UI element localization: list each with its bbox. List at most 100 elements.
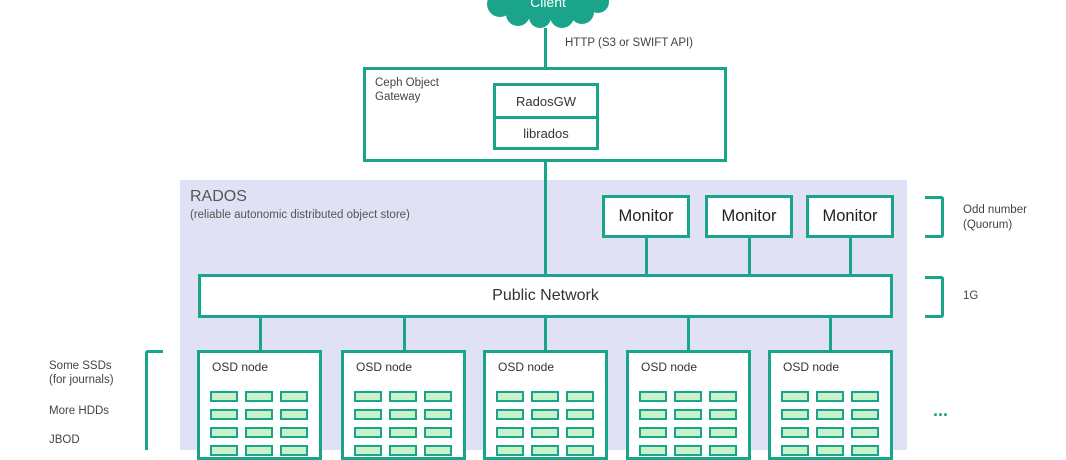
disk-drive-icon [496,391,524,402]
osd-node-label: OSD node [783,360,840,374]
radosgw-box: RadosGW [493,83,599,119]
disk-drive-icon [280,445,308,456]
disk-drive-icon [280,409,308,420]
monitor-label-3: Monitor [822,207,878,225]
disk-drive-icon [245,409,273,420]
network-speed-label: 1G [963,290,979,302]
network-bracket [925,276,944,318]
disk-drive-icon [781,427,809,438]
disk-drive-icon [280,427,308,438]
disk-drive-icon [566,409,594,420]
radosgw-label: RadosGW [516,93,576,109]
disk-drive-icon [245,445,273,456]
disk-drive-icon [851,445,879,456]
disk-drive-icon [816,427,844,438]
osd-node-label: OSD node [212,360,269,374]
disk-drive-icon [816,445,844,456]
disk-drive-icon [816,409,844,420]
disk-drive-icon [210,445,238,456]
disk-drive-icon [389,391,417,402]
disk-drive-icon [354,391,382,402]
disk-drive-icon [566,391,594,402]
disk-drive-icon [496,409,524,420]
connector-osd-1 [259,318,262,352]
disk-drive-icon [851,409,879,420]
disk-drive-icon [354,427,382,438]
monitor-label-2: Monitor [721,207,777,225]
disk-drive-icon [245,427,273,438]
connector-monitor-1 [645,238,648,276]
public-network-label: Public Network [492,287,599,304]
disk-drive-icon [674,427,702,438]
disk-drive-icon [210,427,238,438]
disk-drive-icon [639,409,667,420]
odd-number-line1: Odd number [963,204,1027,216]
http-api-label: HTTP (S3 or SWIFT API) [565,37,694,49]
osd-node-label: OSD node [498,360,555,374]
rados-subtitle: (reliable autonomic distributed object s… [190,209,410,221]
librados-box: librados [493,116,599,150]
disk-drive-icon [566,427,594,438]
odd-number-line2: (Quorum) [963,219,1013,231]
disk-drive-icon [674,391,702,402]
disk-drive-icon [354,445,382,456]
disk-drive-icon [424,391,452,402]
disk-drive-icon [496,445,524,456]
client-label: Client [530,0,566,10]
disk-drive-icon [210,391,238,402]
disk-drive-icon [531,445,559,456]
disk-drive-icon [709,427,737,438]
connector-gateway-network [544,162,547,276]
disk-drive-icon [781,409,809,420]
connector-osd-5 [829,318,832,352]
ssds-line2: (for journals) [49,374,114,386]
disk-drive-icon [424,427,452,438]
monitor-box-2: Monitor [705,195,793,238]
disk-drive-icon [389,427,417,438]
disk-drive-icon [531,409,559,420]
librados-label: librados [523,125,569,141]
disk-drive-icon [851,427,879,438]
osd-bracket [145,350,163,450]
disk-drive-icon [424,409,452,420]
disk-drive-icon [496,427,524,438]
disk-drive-icon [709,409,737,420]
disk-drive-icon [781,445,809,456]
connector-osd-3 [544,318,547,352]
disk-drive-icon [816,391,844,402]
disk-drive-icon [709,445,737,456]
more-nodes-ellipsis: ... [933,400,949,420]
rados-title: RADOS [190,188,247,205]
disk-drive-icon [354,409,382,420]
disk-drive-icon [389,445,417,456]
monitor-box-1: Monitor [602,195,690,238]
disk-drive-icon [674,409,702,420]
public-network-box: Public Network [198,274,893,318]
connector-client-gateway [544,28,547,69]
disk-drive-icon [566,445,594,456]
disk-drive-icon [424,445,452,456]
disk-drive-icon [389,409,417,420]
disk-drive-icon [709,391,737,402]
monitor-label-1: Monitor [618,207,674,225]
osd-node-label: OSD node [641,360,698,374]
hdds-label: More HDDs [49,405,110,417]
connector-osd-2 [403,318,406,352]
disk-drive-icon [639,427,667,438]
disk-drive-icon [531,391,559,402]
gateway-title-line2: Gateway [375,91,421,103]
osd-node-label: OSD node [356,360,413,374]
jbod-label: JBOD [49,434,80,446]
monitor-box-3: Monitor [806,195,894,238]
client-cloud-icon [487,0,609,28]
disk-drive-icon [639,391,667,402]
disk-drive-icon [674,445,702,456]
connector-monitor-3 [849,238,852,276]
connector-osd-4 [687,318,690,352]
disk-drive-icon [531,427,559,438]
disk-drive-icon [851,391,879,402]
disk-drive-icon [639,445,667,456]
monitor-bracket [925,196,944,238]
connector-monitor-2 [748,238,751,276]
gateway-title-line1: Ceph Object [375,77,439,89]
